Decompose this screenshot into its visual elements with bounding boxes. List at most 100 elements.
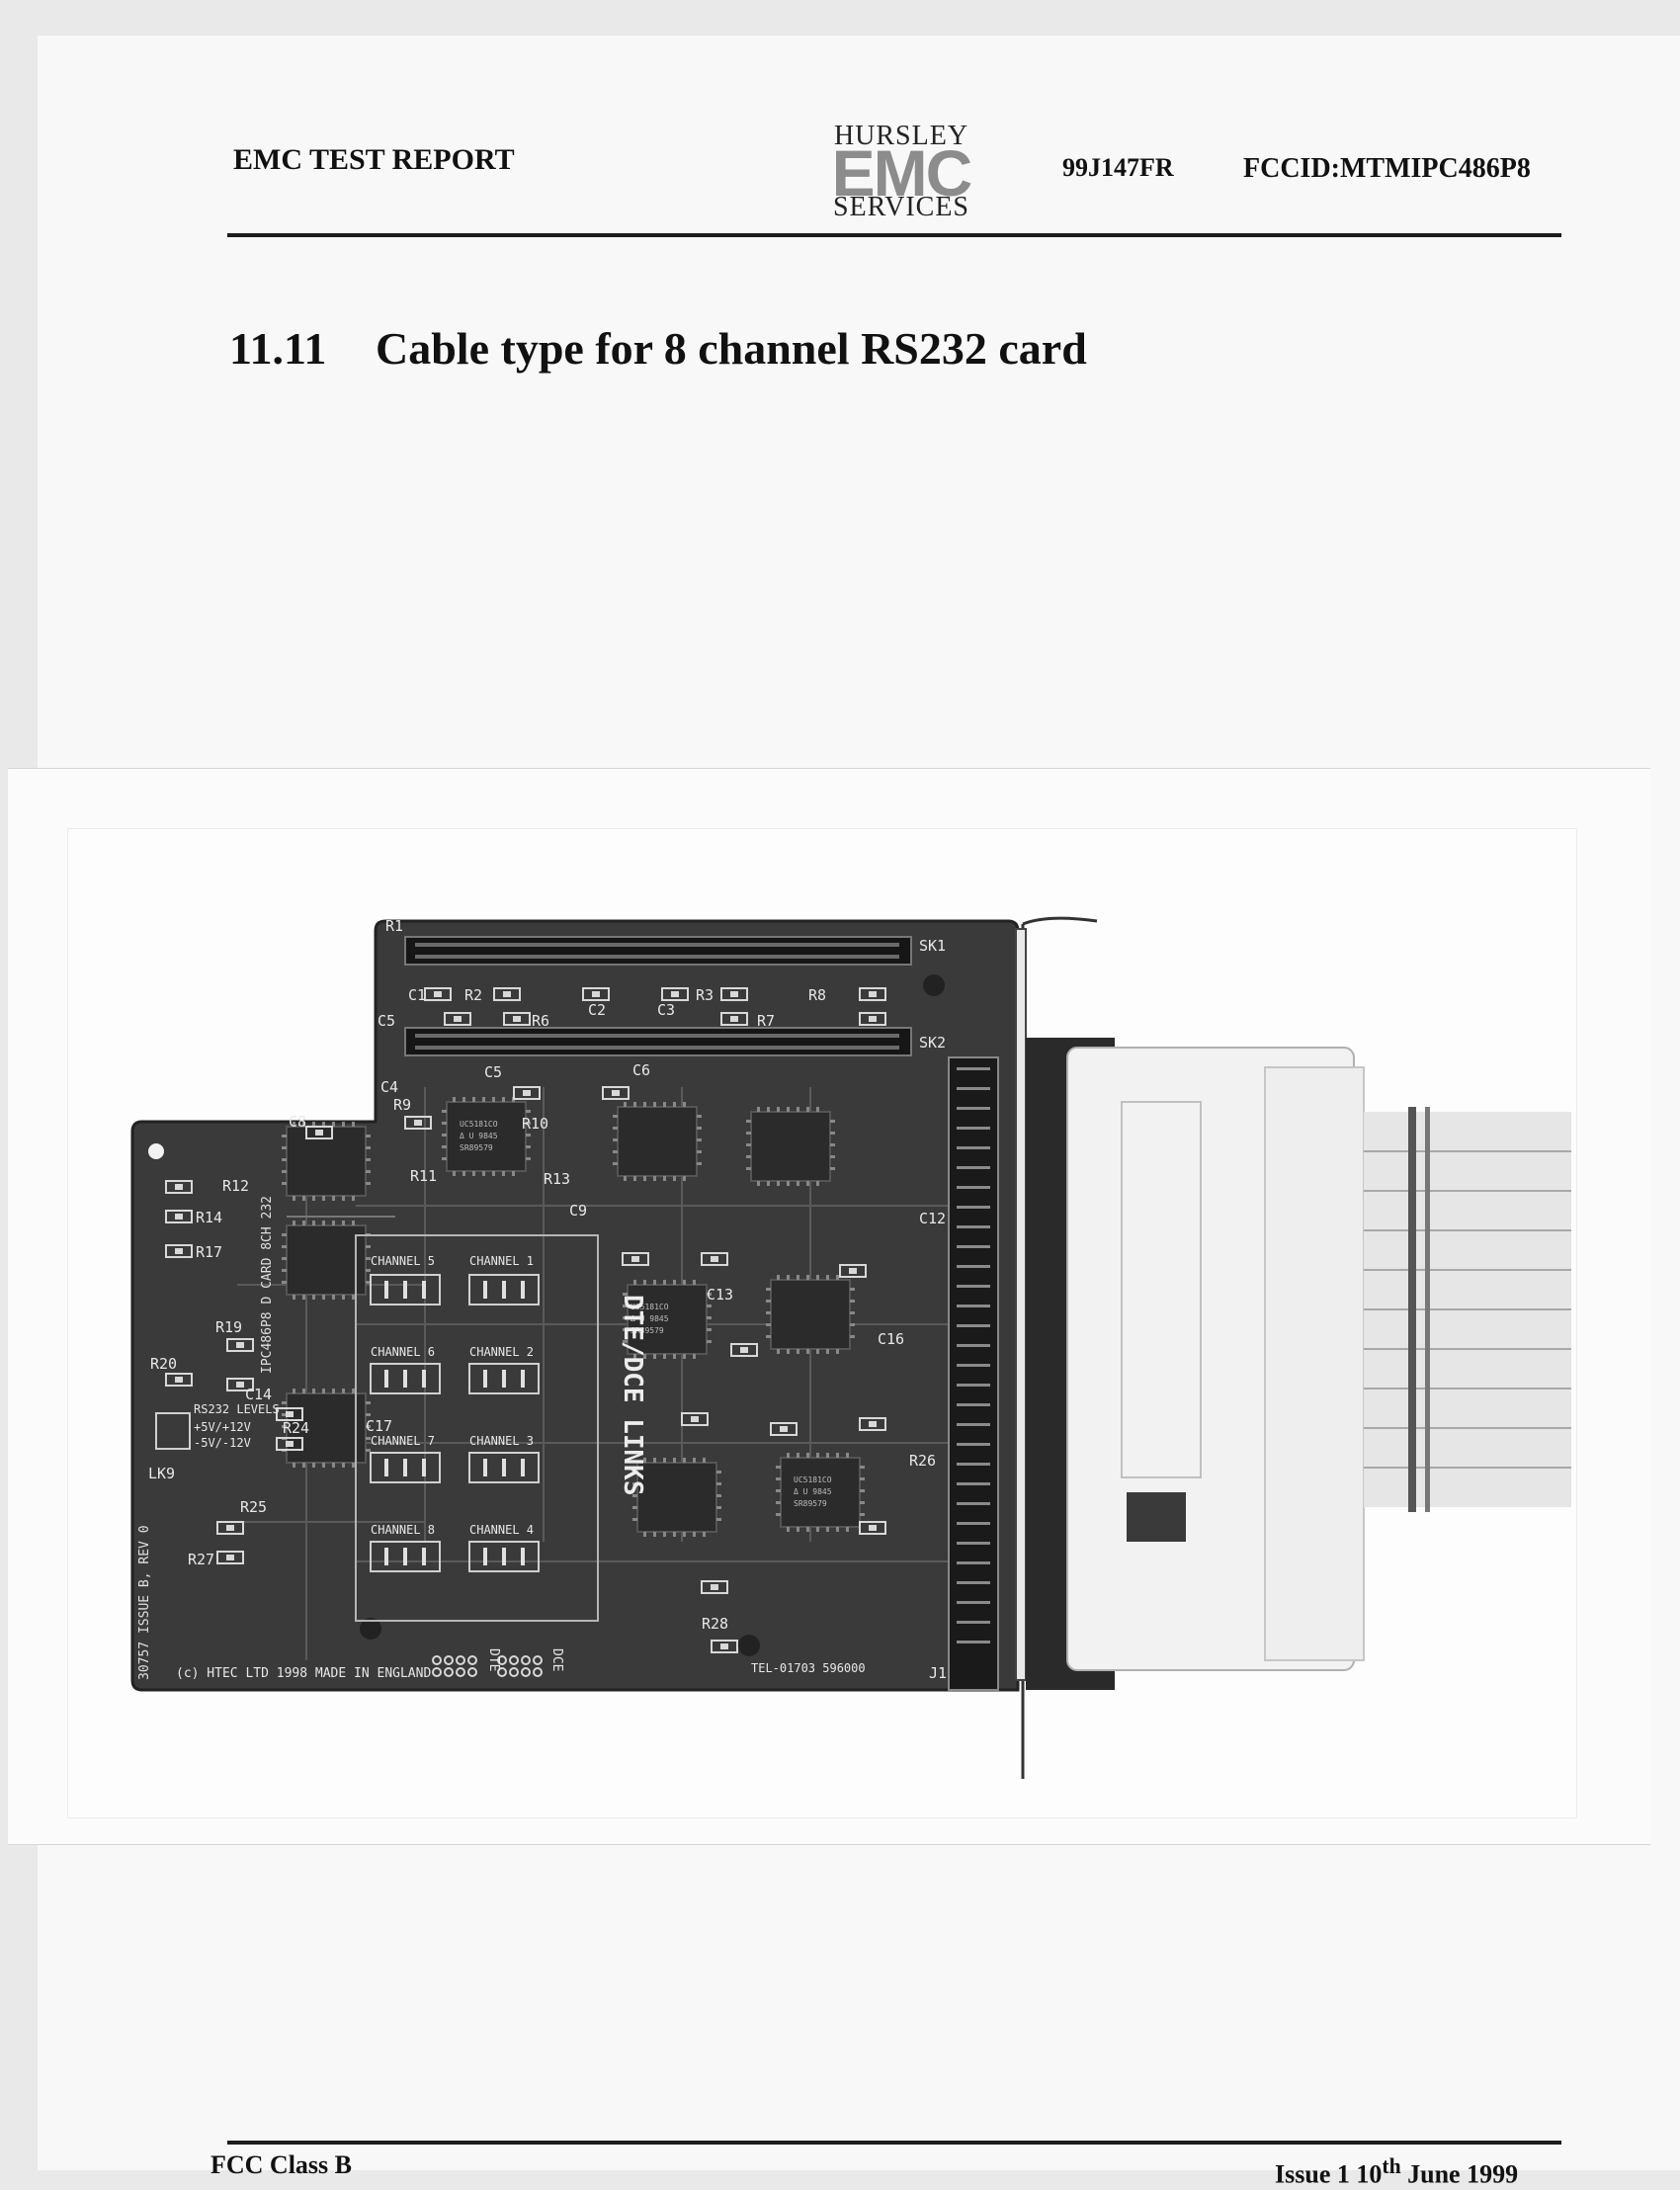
label-plus-voltage: +5V/+12V (194, 1420, 251, 1434)
label-dte: DTE (486, 1648, 501, 1671)
label-r3: R3 (696, 986, 714, 1004)
report-header-title: EMC TEST REPORT (233, 143, 515, 176)
label-r7: R7 (757, 1012, 775, 1030)
label-channel-7: CHANNEL 7 (371, 1434, 435, 1448)
label-dce: DCE (549, 1648, 564, 1671)
chip-marking: SR89579 (794, 1499, 827, 1508)
label-card-vertical: IPC486P8 D CARD 8CH 232 (260, 1196, 275, 1374)
hursley-emc-logo: HURSLEY EMC SERVICES (814, 121, 988, 225)
label-channel-8: CHANNEL 8 (371, 1523, 435, 1537)
footer-rule (227, 2141, 1561, 2145)
chip-marking: SR89579 (630, 1326, 664, 1335)
footer-fcc-class: FCC Class B (210, 2150, 353, 2179)
label-rs232-levels: RS232 LEVELS (194, 1402, 280, 1416)
label-channel-2: CHANNEL 2 (469, 1345, 534, 1359)
label-c5: C5 (378, 1012, 395, 1030)
label-r9: R9 (393, 1096, 411, 1114)
board-edge-connector (948, 1056, 999, 1691)
chip-u2 (612, 1101, 703, 1182)
label-r19: R19 (215, 1318, 242, 1336)
socket-sk2 (404, 1027, 912, 1056)
label-c2: C2 (588, 1001, 606, 1019)
label-channel-5: CHANNEL 5 (371, 1254, 435, 1268)
label-r20: R20 (150, 1355, 177, 1373)
label-channel-3: CHANNEL 3 (469, 1434, 534, 1448)
label-channel-1: CHANNEL 1 (469, 1254, 534, 1268)
header-rule (227, 233, 1561, 237)
label-r17: R17 (196, 1243, 222, 1261)
footer-issue-date: Issue 1 10th June 1999 (1275, 2154, 1518, 2190)
label-r14: R14 (196, 1209, 222, 1226)
label-c3: C3 (657, 1001, 675, 1019)
label-minus-voltage: -5V/-12V (194, 1436, 251, 1450)
section-number: 11.11 (229, 323, 327, 374)
link-lk9 (155, 1412, 191, 1450)
label-c17: C17 (366, 1417, 392, 1435)
label-r13: R13 (544, 1170, 570, 1188)
chip-marking: Δ U 9845 (630, 1314, 669, 1323)
chip-u8 (765, 1274, 856, 1355)
logo-bottom-text: SERVICES (832, 192, 969, 222)
label-c14: C14 (245, 1386, 272, 1403)
chip-marking: SR89579 (460, 1143, 493, 1152)
chip-u4 (281, 1121, 372, 1202)
rs232-card-photo: UC5181CO Δ U 9845 SR89579 UC5181CO Δ U 9… (130, 916, 1571, 1779)
logo-main-text: EMC (831, 136, 973, 210)
section-title-text: Cable type for 8 channel RS232 card (376, 323, 1087, 374)
mount-hole (148, 1143, 164, 1159)
label-channel-6: CHANNEL 6 (371, 1345, 435, 1359)
label-r24: R24 (283, 1419, 309, 1437)
label-c6: C6 (632, 1061, 650, 1079)
label-sk1: SK1 (919, 937, 946, 955)
label-r6: R6 (532, 1012, 549, 1030)
ribbon-cable (1364, 1107, 1571, 1512)
footer-date-prefix: Issue 1 10 (1275, 2159, 1383, 2189)
label-copyright: (c) HTEC LTD 1998 MADE IN ENGLAND (176, 1666, 431, 1681)
chip-u5 (281, 1220, 372, 1301)
label-c9: C9 (569, 1202, 587, 1220)
label-telephone: TEL-01703 596000 (751, 1661, 866, 1675)
label-r11: R11 (410, 1167, 437, 1185)
label-c1: C1 (408, 986, 426, 1004)
mount-hole (360, 1618, 381, 1640)
label-c13: C13 (707, 1286, 733, 1304)
label-r28: R28 (702, 1615, 728, 1633)
logo-top-text: HURSLEY (833, 121, 969, 151)
mount-hole (923, 974, 945, 996)
socket-sk1 (404, 936, 912, 966)
label-channel-4: CHANNEL 4 (469, 1523, 534, 1537)
section-heading: 11.11 Cable type for 8 channel RS232 card (229, 322, 1087, 375)
footer-date-sup: th (1382, 2154, 1401, 2178)
label-r25: R25 (240, 1498, 267, 1516)
label-c5b: C5 (484, 1063, 502, 1081)
label-r10: R10 (522, 1115, 548, 1133)
chip-u3 (745, 1106, 836, 1187)
label-r8: R8 (808, 986, 826, 1004)
label-r2: R2 (464, 986, 482, 1004)
mount-hole (738, 1635, 760, 1656)
label-c4: C4 (380, 1078, 398, 1096)
dte-dce-pins (432, 1655, 543, 1677)
fcc-id: FCCID:MTMIPC486P8 (1243, 153, 1531, 184)
chip-marking: Δ U 9845 (460, 1132, 498, 1140)
label-r27: R27 (188, 1551, 214, 1568)
label-c16: C16 (878, 1330, 904, 1348)
label-c12: C12 (919, 1210, 946, 1227)
report-number: 99J147FR (1062, 153, 1174, 182)
label-j1: J1 (929, 1664, 947, 1682)
label-c8: C8 (289, 1113, 306, 1131)
label-r1: R1 (385, 917, 403, 935)
chip-marking: UC5181CO (460, 1120, 498, 1129)
silkscreen-labels: R1 SK1 SK2 C1 R2 C2 C3 R3 R8 R6 R7 C5 C4… (148, 917, 947, 1682)
chip-marking: UC5181CO (630, 1303, 669, 1311)
chip-marking: UC5181CO (794, 1475, 832, 1484)
label-sk2: SK2 (919, 1034, 946, 1052)
label-r26: R26 (909, 1452, 936, 1470)
chip-marking: Δ U 9845 (794, 1487, 832, 1496)
label-r12: R12 (222, 1177, 249, 1195)
label-issue-vertical: 30757 ISSUE B, REV 0 (137, 1525, 152, 1680)
label-lk9: LK9 (148, 1465, 175, 1482)
footer-date-suffix: June 1999 (1400, 2159, 1519, 2189)
label-dte-dce-links: DTE/DCE LINKS (618, 1295, 647, 1496)
channel-links-area (355, 1234, 599, 1622)
